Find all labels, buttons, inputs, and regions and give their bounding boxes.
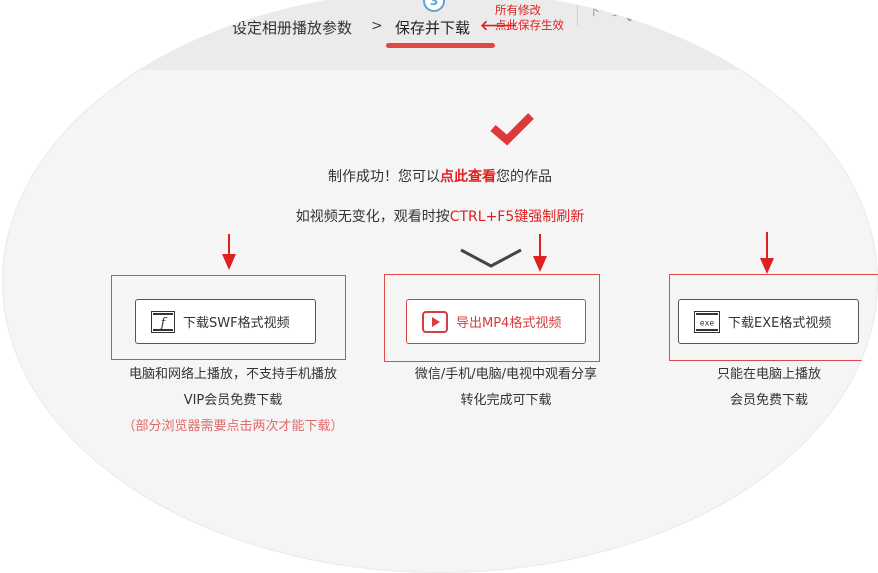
- checkmark-icon: [490, 113, 534, 146]
- next-step-tab[interactable]: 下一步: [588, 4, 625, 18]
- down-arrow-indicator-icon: [533, 234, 547, 272]
- step-2-number-icon: [285, 0, 307, 2]
- export-mp4-button[interactable]: 导出MP4格式视频: [406, 299, 586, 344]
- exe-description: 只能在电脑上播放 会员免费下载: [684, 362, 854, 414]
- download-swf-button[interactable]: f 下载SWF格式视频: [135, 299, 316, 344]
- exe-desc-line2: 会员免费下载: [729, 393, 808, 408]
- play-icon: [422, 310, 448, 333]
- swf-highlight-frame: [111, 275, 346, 360]
- download-swf-label: 下载SWF格式视频: [183, 316, 290, 331]
- success-prefix: 制作成功！您可以: [328, 169, 440, 185]
- refresh-prefix: 如视频无变化，观看时按: [295, 209, 450, 225]
- exe-desc-line1: 只能在电脑上播放: [716, 367, 821, 382]
- success-suffix: 您的作品: [496, 169, 552, 185]
- view-work-link[interactable]: 点此查看: [440, 169, 496, 185]
- exe-icon: exe: [694, 310, 720, 333]
- mp4-desc-line2: 转化完成可下载: [460, 393, 552, 408]
- chevron-down-icon: [460, 248, 522, 268]
- pen-icon: [625, 8, 641, 22]
- down-arrow-indicator-icon: [222, 234, 236, 270]
- save-note: 所有修改 点此保存生效: [495, 3, 564, 33]
- down-arrow-indicator-icon: [760, 232, 774, 274]
- svg-text:f: f: [160, 316, 168, 331]
- step-3-number-icon: 3: [423, 0, 445, 12]
- success-message: 制作成功！您可以点此查看您的作品: [2, 166, 878, 186]
- exe-highlight-frame: [669, 274, 878, 361]
- refresh-message: 如视频无变化，观看时按CTRL+F5键强制刷新: [2, 206, 878, 226]
- save-note-line2: 点此保存生效: [495, 18, 564, 32]
- swf-desc-line1: 电脑和网络上播放，不支持手机播放: [128, 367, 337, 382]
- mp4-desc-line1: 微信/手机/电脑/电视中观看分享: [414, 367, 598, 382]
- left-arrow-icon: 🡐: [480, 18, 518, 34]
- swf-description: 电脑和网络上播放，不支持手机播放 VIP会员免费下载 （部分浏览器需要点击两次才…: [112, 362, 354, 440]
- step-separator: >: [371, 18, 383, 34]
- export-mp4-label: 导出MP4格式视频: [456, 316, 562, 331]
- step-2-tab[interactable]: 设定相册播放参数: [232, 19, 353, 37]
- divider: [577, 0, 578, 26]
- mp4-highlight-frame: [384, 274, 600, 362]
- flash-icon: f: [151, 310, 175, 333]
- save-note-line1: 所有修改: [495, 3, 541, 17]
- refresh-hint: CTRL+F5键强制刷新: [449, 209, 585, 225]
- download-exe-label: 下载EXE格式视频: [728, 316, 832, 331]
- step-bar: 设定相册播放参数 > 3 保存并下载 🡐 所有修改 点此保存生效 下一步: [2, 0, 878, 70]
- step-3-tab[interactable]: 保存并下载: [395, 19, 471, 37]
- download-exe-button[interactable]: exe 下载EXE格式视频: [678, 299, 859, 344]
- active-step-underline: [386, 43, 495, 48]
- swf-desc-line2: VIP会员免费下载: [183, 393, 283, 408]
- swf-desc-note: （部分浏览器需要点击两次才能下载）: [122, 419, 344, 434]
- mp4-description: 微信/手机/电脑/电视中观看分享 转化完成可下载: [387, 362, 625, 414]
- svg-text:exe: exe: [700, 318, 715, 327]
